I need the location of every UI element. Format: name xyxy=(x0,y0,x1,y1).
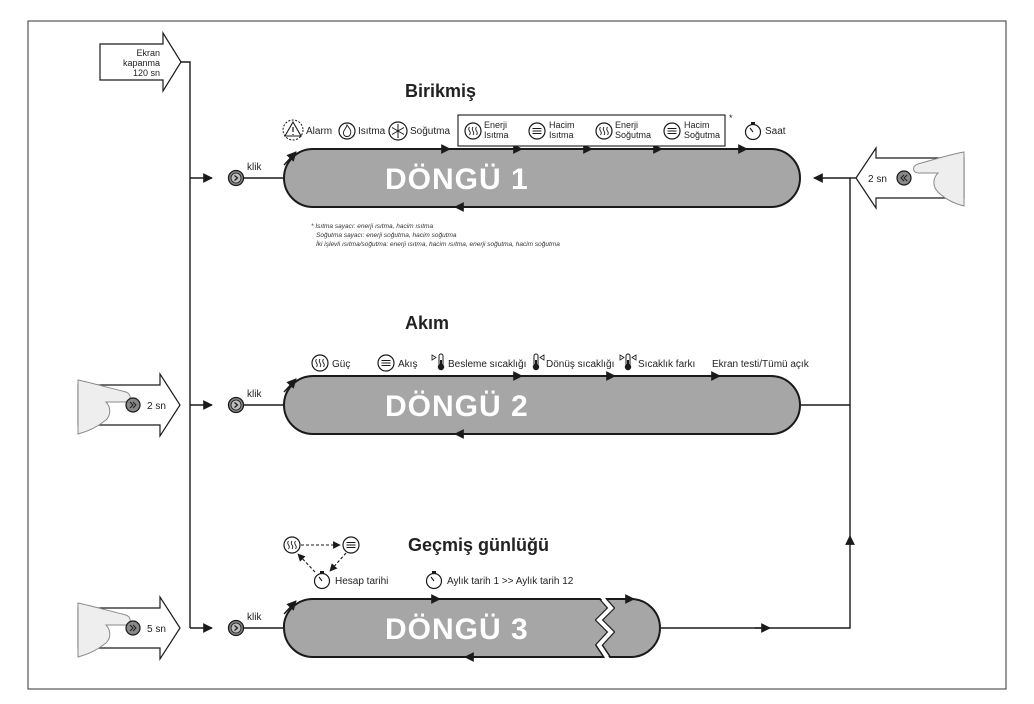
frame-border xyxy=(27,20,1007,690)
item-monthly: Aylık tarih 1 >> Aylık tarih 12 xyxy=(425,570,574,590)
svg-text:Isıtma: Isıtma xyxy=(358,126,386,137)
item-energy-heating: Enerji Isıtma xyxy=(464,120,509,140)
svg-text:Soğutma: Soğutma xyxy=(615,130,651,140)
item-alarm: Alarm xyxy=(282,119,332,141)
heat-waves-icon xyxy=(464,122,482,140)
thermometer-icon xyxy=(624,353,632,371)
klik-button-2[interactable]: klik xyxy=(227,389,263,414)
stopwatch-icon xyxy=(425,570,443,590)
stopwatch-icon xyxy=(313,570,331,590)
svg-text:Sıcaklık farkı: Sıcaklık farkı xyxy=(638,359,695,370)
cycle1-title: Birikmiş xyxy=(405,81,476,101)
svg-text:Güç: Güç xyxy=(332,359,350,370)
item-clock: Saat xyxy=(744,121,786,141)
hand-icon xyxy=(913,151,965,207)
flame-icon xyxy=(338,122,356,140)
hold-5sn-left-label: 5 sn xyxy=(147,624,166,635)
zigzag-break-icon xyxy=(596,597,614,659)
footnote-line3: İki işlevli ısıtma/soğutma: enerji ısıtm… xyxy=(316,240,560,248)
svg-text:Enerji: Enerji xyxy=(484,120,507,130)
cycle3-label: DÖNGÜ 3 xyxy=(385,613,529,646)
svg-text:Besleme sıcaklığı: Besleme sıcaklığı xyxy=(448,359,526,370)
svg-text:Dönüş sıcaklığı: Dönüş sıcaklığı xyxy=(546,359,614,370)
billing-triangle xyxy=(283,536,360,590)
thermometer-icon xyxy=(437,353,445,371)
warning-icon xyxy=(282,119,304,141)
svg-text:Hacim: Hacim xyxy=(549,120,575,130)
item-return-temp: Dönüş sıcaklığı xyxy=(532,353,614,371)
right-return-line xyxy=(800,173,851,406)
cycle2-label: DÖNGÜ 2 xyxy=(385,390,529,423)
screen-off-line2: kapanma xyxy=(123,58,160,68)
snowflake-icon xyxy=(388,121,408,141)
cycle1-label: DÖNGÜ 1 xyxy=(385,163,529,196)
cycle2-loop xyxy=(283,375,801,435)
klik-label-1: klik xyxy=(247,162,262,173)
item-temp-diff: Sıcaklık farkı xyxy=(619,353,695,371)
flow-lines-icon xyxy=(528,122,546,140)
svg-text:Isıtma: Isıtma xyxy=(549,130,574,140)
heat-waves-icon xyxy=(311,354,329,372)
klik-label-2: klik xyxy=(247,389,262,400)
item-energy-cooling: Enerji Soğutma xyxy=(595,120,651,140)
cycle2-title: Akım xyxy=(405,313,449,333)
svg-text:Saat: Saat xyxy=(765,126,786,137)
stopwatch-icon xyxy=(744,121,762,141)
item-display-test: Ekran testi/Tümü açık xyxy=(712,359,810,370)
svg-text:Soğutma: Soğutma xyxy=(684,130,720,140)
screen-off-arrow: Ekran kapanma 120 sn xyxy=(99,30,182,94)
screen-off-line3: 120 sn xyxy=(133,68,160,78)
footnote-line2: Soğutma sayacı: enerji soğutma, hacim so… xyxy=(316,232,457,239)
svg-text:Alarm: Alarm xyxy=(306,126,332,137)
item-billing-date: Hesap tarihi xyxy=(335,576,388,587)
bottom-return-line xyxy=(660,535,855,629)
item-supply-temp: Besleme sıcaklığı xyxy=(431,353,526,371)
klik-button-3[interactable]: klik xyxy=(227,612,263,637)
item-power: Güç xyxy=(311,354,350,372)
screen-off-line1: Ekran xyxy=(136,48,160,58)
svg-text:Aylık tarih 1 >> Aylık tarih 1: Aylık tarih 1 >> Aylık tarih 12 xyxy=(447,576,574,587)
footnote-line1: * Isıtma sayacı: enerji ısıtma, hacim ıs… xyxy=(311,223,433,230)
svg-text:Soğutma: Soğutma xyxy=(410,126,450,137)
hand-icon xyxy=(77,379,131,435)
heat-waves-icon xyxy=(283,536,301,554)
svg-text:Enerji: Enerji xyxy=(615,120,638,130)
hold-2sn-left: 2 sn xyxy=(77,371,181,439)
item-volume-heating: Hacim Isıtma xyxy=(528,120,575,140)
item-cooling: Soğutma xyxy=(388,121,450,141)
hold-2sn-right: 2 sn xyxy=(855,146,965,210)
svg-text:Isıtma: Isıtma xyxy=(484,130,509,140)
item-flow: Akış xyxy=(377,354,417,372)
flow-lines-icon xyxy=(377,354,395,372)
cycle1-loop xyxy=(283,148,801,208)
cycle3-loop-right xyxy=(601,598,661,658)
hold-2sn-left-label: 2 sn xyxy=(147,401,166,412)
hold-5sn-left: 5 sn xyxy=(77,594,181,662)
hold-2sn-right-label: 2 sn xyxy=(868,174,887,185)
left-bus-line xyxy=(181,61,191,628)
svg-text:Akış: Akış xyxy=(398,359,417,370)
flow-lines-icon xyxy=(663,122,681,140)
flow-lines-icon xyxy=(342,536,360,554)
cycle3-title: Geçmiş günlüğü xyxy=(408,535,549,555)
thermometer-icon xyxy=(532,353,540,371)
svg-text:Hacim: Hacim xyxy=(684,120,710,130)
item-heating: Isıtma xyxy=(338,122,386,140)
heat-waves-icon xyxy=(595,122,613,140)
item-volume-cooling: Hacim Soğutma xyxy=(663,120,720,140)
klik-button-1[interactable]: klik xyxy=(227,162,263,187)
asterisk-mark: * xyxy=(729,113,733,123)
klik-label-3: klik xyxy=(247,612,262,623)
hand-icon xyxy=(77,602,131,658)
